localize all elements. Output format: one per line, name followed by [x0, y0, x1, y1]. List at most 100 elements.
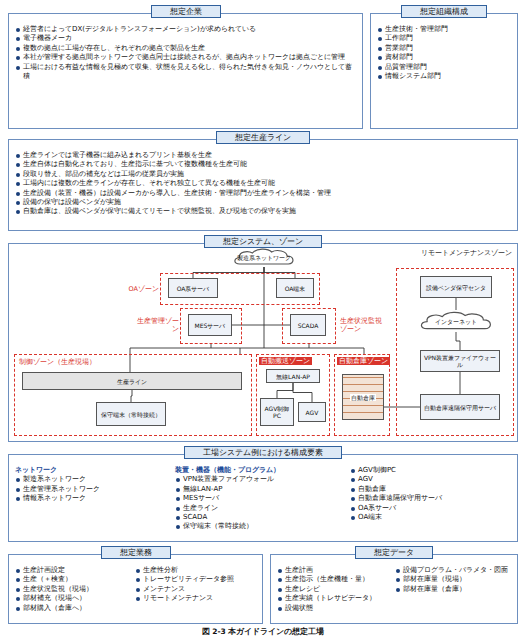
device-box: 自動倉庫 [342, 374, 384, 420]
bullet-item: 自動倉庫遠隔保守用サーバ [350, 494, 510, 503]
bullet-item: 営業部門 [377, 44, 511, 53]
device-label: AGV制御PC [262, 405, 292, 419]
zone-label: 生産管理ゾーン [137, 317, 179, 333]
bullet-item: 保守端末（常時接続） [175, 522, 350, 531]
text-column: 生産計画生産指示（生産機種・量）生産レシピ生産実績（トレサビデータ）設備状態 [277, 566, 395, 613]
text-column: 生産技術・管理部門工作部門営業部門資材部門品質管理部門情報システム部門 [377, 25, 511, 81]
bullet-item: 生産計画設定 [15, 566, 135, 575]
bullet-item: 資材部門 [377, 53, 511, 62]
zone-label: 生産状況監視ゾーン [340, 317, 386, 333]
figure-caption: 図 2-3 本ガイドラインの想定工場 [0, 627, 526, 637]
bullet-item: 情報システム部門 [377, 72, 511, 81]
device-box: VPN装置兼ファイアウォール [420, 350, 500, 372]
bullet-item: 生産（＋検査） [15, 575, 135, 584]
device-label: SCADA [298, 322, 319, 329]
bullet-item: 複数の拠点に工場が存在し、それぞれの拠点で製品を生産 [15, 44, 355, 53]
text-column: 装置・機器（機能・プログラム）VPN装置兼ファイアウォール無線LAN-APMES… [175, 466, 350, 532]
bullet-item: 設備状態 [277, 604, 395, 613]
bullet-item: 電子機器メーカ [15, 34, 355, 43]
device-label: 保守端末（常時接続） [101, 411, 161, 418]
bullet-item: AGV [350, 475, 510, 484]
zone-label: 制御ゾーン（生産現場） [19, 358, 119, 366]
bullet-item: 本社が管理する拠点間ネットワークで拠点同士は接続されるが、拠点内ネットワークは拠… [15, 53, 355, 62]
section-body: 生産計画設定生産（＋検査）生産状況監視（現場）部材補充（現場へ）部材購入（倉庫へ… [15, 566, 256, 613]
zone-box: 制御ゾーン（生産現場） 生産ライン保守端末（常時接続） [14, 354, 252, 436]
bullet-item: メンテナンス [135, 585, 255, 594]
zone-label: リモートメンテナンスゾーン [421, 249, 513, 257]
network-cloud: 製造系ネットワーク [232, 247, 296, 267]
zone-box: 自動搬送ゾーン無線LAN-APAGV制御PCAGV [256, 354, 330, 436]
bullet-item: 生産状況監視（現場） [15, 585, 135, 594]
sub-heading: ネットワーク [15, 466, 175, 475]
bullet-item: 工場における有益な情報を見極めて収集、状態を見える化し、得られた気付きを知見・ノ… [15, 63, 355, 82]
device-box: 無線LAN-AP [266, 369, 320, 383]
device-label: OA端末 [285, 285, 306, 292]
bullet-item: 部材在庫量（倉庫） [395, 585, 513, 594]
bullet-item: 生産管理系ネットワーク [15, 485, 175, 494]
device-label: AGV [306, 409, 319, 416]
zone-label: OAゾーン [119, 285, 159, 293]
zone-box: 生産管理ゾーンMESサーバ [180, 308, 242, 344]
network-link [277, 383, 293, 398]
network-link [131, 390, 132, 402]
device-label: MESサーバ [195, 322, 226, 329]
bullet-item: 設備プログラム・パラメタ・図面 [395, 566, 513, 575]
text-column: AGV制御PCAGV自動倉庫自動倉庫遠隔保守用サーバOA系サーバOA端末 [350, 466, 510, 532]
network-link [460, 372, 461, 394]
bullet-item: 生産設備（装置・機器）は設備メーカから導入し、生産技術・管理部門が生産ラインを構… [15, 189, 511, 198]
device-label: 生産ライン [117, 378, 147, 385]
device-box: SCADA [290, 314, 326, 336]
device-box: 保守端末（常時接続） [96, 402, 166, 426]
zone-box: 生産状況監視ゾーンSCADA [282, 308, 336, 344]
section-header: 想定生産ライン [216, 131, 310, 144]
bullet-item: トレーサビリティデータ参照 [135, 575, 255, 584]
network-link [456, 332, 460, 350]
bullet-item: 生産技術・管理部門 [377, 25, 511, 34]
bullet-item: リモートメンテナンス [135, 594, 255, 603]
bullet-item: OA端末 [350, 513, 510, 522]
section-box: 想定生産ライン生産ラインでは電子機器に組み込まれるプリント基板を生産生産自体は自… [8, 139, 518, 231]
bullet-item: AGV制御PC [350, 466, 510, 475]
device-box: AGV制御PC [260, 398, 294, 426]
text-column: 経営者によってDX(デジタルトランスフォーメーション)が求められている電子機器メ… [15, 25, 355, 81]
bullet-item: 情報系ネットワーク [15, 494, 175, 503]
bullet-item: 部材補充（現場へ） [15, 594, 135, 603]
device-label: 設備ベンダ保守センタ [426, 284, 486, 291]
text-column: 生産ラインでは電子機器に組み込まれるプリント基板を生産生産自体は自動化されており… [15, 151, 511, 217]
network-link [456, 298, 457, 310]
section-header: 想定業務 [101, 546, 171, 559]
bullet-item: SCADA [175, 513, 350, 522]
section-header: 想定システム、ゾーン [204, 235, 322, 248]
bullet-item: 生産ライン [175, 504, 350, 513]
sub-heading: 装置・機器（機能・プログラム） [175, 466, 350, 475]
section-box: 想定システム、ゾーン製造系ネットワークOAゾーンOA系サーバOA端末生産管理ゾー… [8, 243, 518, 442]
section-body: 経営者によってDX(デジタルトランスフォーメーション)が求められている電子機器メ… [15, 25, 356, 81]
device-box: 生産ライン [22, 372, 242, 390]
bullet-item: VPN装置兼ファイアウォール [175, 475, 350, 484]
bullet-item: 生産性分析 [135, 566, 255, 575]
text-column: 設備プログラム・パラメタ・図面部材在庫量（現場）部材在庫量（倉庫） [395, 566, 513, 613]
cloud-label: インターネット [435, 318, 477, 325]
section-body: ネットワーク製造系ネットワーク生産管理系ネットワーク情報系ネットワーク装置・機器… [15, 466, 511, 532]
bullet-item: 部材購入（倉庫へ） [15, 604, 135, 613]
bullet-item: 製造系ネットワーク [15, 475, 175, 484]
bullet-item: 経営者によってDX(デジタルトランスフォーメーション)が求められている [15, 25, 355, 34]
bullet-item: MESサーバ [175, 494, 350, 503]
bus-line [130, 348, 364, 349]
device-box: OA系サーバ [168, 278, 218, 298]
text-column: 生産計画設定生産（＋検査）生産状況監視（現場）部材補充（現場へ）部材購入（倉庫へ… [15, 566, 135, 613]
zone-box: 自動倉庫ゾーン自動倉庫 [334, 354, 390, 436]
device-label: 自動倉庫 [350, 394, 376, 401]
device-label: OA系サーバ [177, 285, 210, 292]
section-box: 想定業務生産計画設定生産（＋検査）生産状況監視（現場）部材補充（現場へ）部材購入… [8, 554, 263, 624]
section-box: 想定組織構成生産技術・管理部門工作部門営業部門資材部門品質管理部門情報システム部… [370, 13, 518, 129]
bullet-item: 設備の保守は設備ベンダが実施 [15, 198, 511, 207]
bullet-item: 部材在庫量（現場） [395, 575, 513, 584]
device-box: MESサーバ [188, 314, 232, 336]
section-box: 想定データ生産計画生産指示（生産機種・量）生産レシピ生産実績（トレサビデータ）設… [270, 554, 518, 624]
device-label: 自動倉庫遠隔保守用サーバ [424, 404, 496, 411]
zone-box: OAゾーンOA系サーバOA端末 [160, 273, 320, 305]
device-label: 無線LAN-AP [276, 373, 310, 380]
network-link [293, 383, 312, 402]
